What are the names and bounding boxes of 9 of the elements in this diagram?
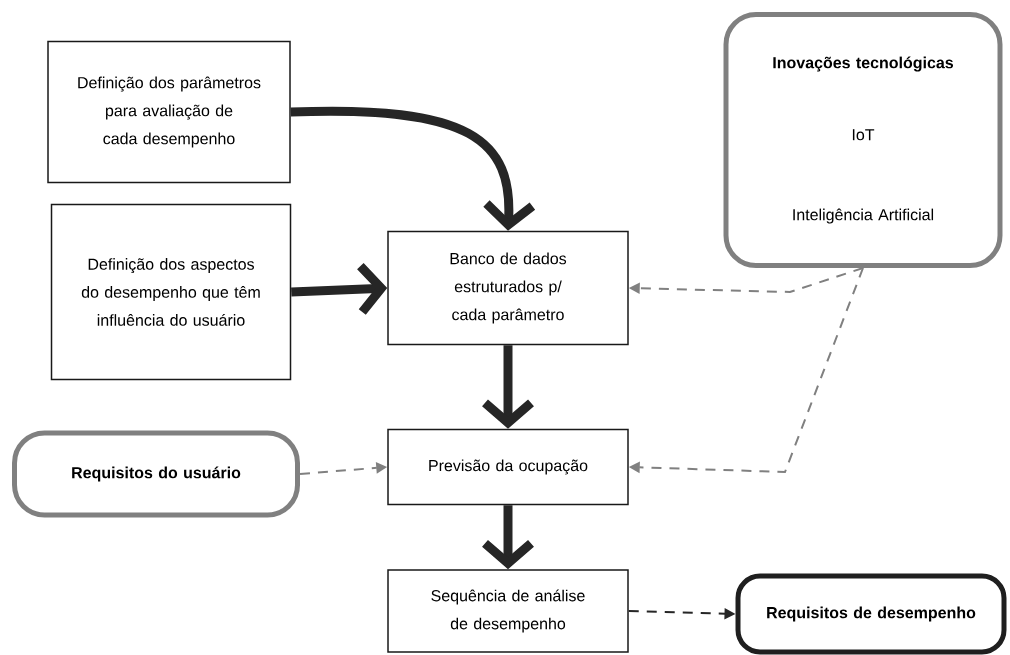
process-box: Definição dos parâmetros para avaliação de cada desempenho (47, 40, 291, 184)
process-box: Previsão da ocupação (387, 428, 629, 506)
process-box: Sequência de análise de desempenho (387, 569, 629, 653)
rounded-box: Requisitos de desempenho (735, 573, 1007, 655)
process-box: Definição dos aspectos do desempenho que têm influência do usuário (50, 203, 292, 381)
thick-arrow (290, 106, 536, 231)
rounded-box: Requisitos do usuário (12, 430, 300, 518)
rounded-box: Inovações tecnológicas IoT Inteligência Artificial (723, 12, 1003, 268)
process-box: Banco de dados estruturados p/ cada parâmetro (387, 230, 629, 346)
